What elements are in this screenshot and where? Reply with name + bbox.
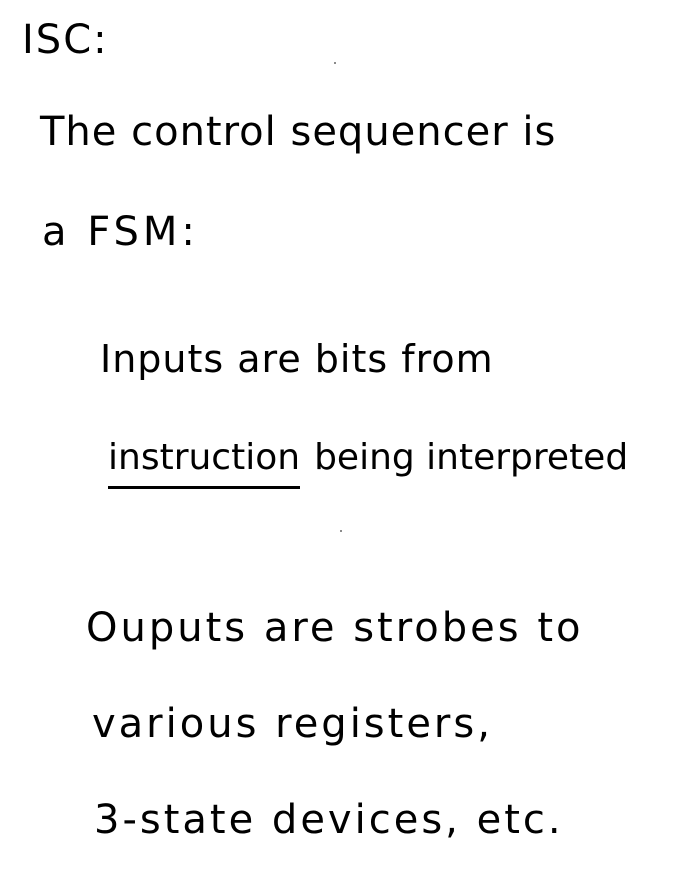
note-heading: ISC:	[22, 17, 109, 63]
note-line-instruction: instruction being interpreted	[108, 440, 628, 489]
underlined-word-instruction: instruction	[108, 440, 301, 489]
stray-mark	[334, 62, 336, 64]
note-line-control-sequencer: The control sequencer is	[40, 109, 557, 155]
note-line-outputs: Ouputs are strobes to	[86, 605, 584, 651]
note-line-inputs: Inputs are bits from	[100, 337, 494, 381]
note-line-three-state: 3-state devices, etc.	[94, 797, 564, 843]
note-line-fsm: a FSM:	[42, 209, 199, 255]
note-line-registers: various registers,	[92, 701, 493, 747]
stray-mark	[340, 530, 342, 532]
instruction-line-rest: being interpreted	[314, 437, 629, 478]
